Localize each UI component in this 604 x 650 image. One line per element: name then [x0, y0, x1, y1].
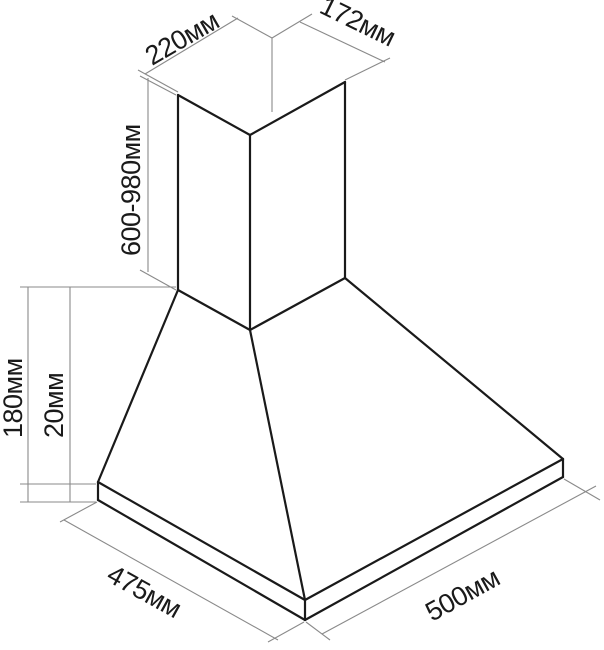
hood-front-bottom-left [176, 288, 252, 332]
hood-height-label: 180мм [0, 358, 28, 438]
hood-depth-label: 475мм [102, 559, 186, 624]
hood-right-slope [343, 276, 565, 461]
chimney-height-label: 600-980мм [116, 124, 146, 256]
rim-top-left [96, 480, 307, 602]
hood-left-slope [96, 288, 180, 484]
dimension-lines [20, 13, 601, 643]
rim-bottom-left [96, 498, 307, 622]
chimney-width-label: 220мм [140, 5, 224, 71]
hood-width-label: 500мм [420, 562, 504, 627]
hood-outline [96, 80, 565, 622]
chimney-top-right-edge [248, 80, 347, 137]
chimney-depth-label: 172мм [315, 0, 400, 52]
hood-front-bottom-right [248, 276, 347, 332]
rim-height-label: 20мм [39, 373, 69, 438]
rim-top-right [303, 457, 565, 602]
rim-bottom-right [303, 475, 565, 622]
chimney-top-left-edge [176, 93, 252, 137]
hood-center-slope [248, 328, 307, 602]
